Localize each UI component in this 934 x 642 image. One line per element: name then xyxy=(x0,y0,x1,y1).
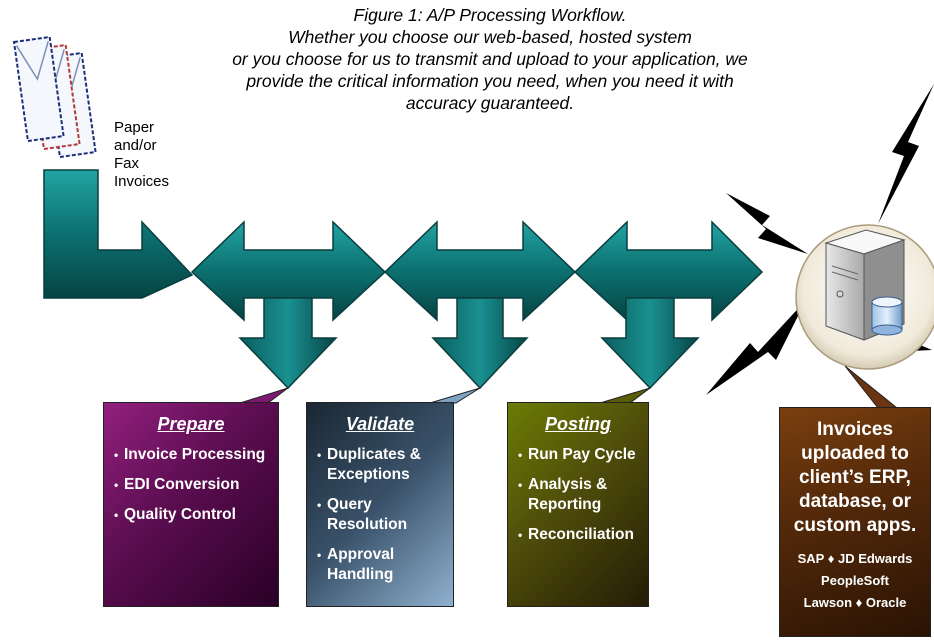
erp-system-line: SAP ♦ JD Edwards xyxy=(797,551,913,566)
caption-line: provide the critical information you nee… xyxy=(246,71,734,91)
flow-arrow-start xyxy=(43,169,194,299)
erp-line: client’s ERP, xyxy=(799,467,911,488)
label-line: Paper xyxy=(114,119,155,136)
down-arrow-prepare xyxy=(238,297,338,390)
stage-item: Duplicates & Exceptions xyxy=(317,445,449,485)
erp-description: Invoices uploaded to client’s ERP, datab… xyxy=(780,418,930,538)
down-arrow-validate xyxy=(431,297,529,390)
stage-item: Run Pay Cycle xyxy=(518,445,644,465)
stage-title: Validate xyxy=(345,414,415,434)
stage-item: Analysis & Reporting xyxy=(518,475,644,515)
stage-item: EDI Conversion xyxy=(114,475,274,495)
erp-line: custom apps. xyxy=(793,515,917,536)
erp-systems: SAP ♦ JD Edwards PeopleSoft Lawson ♦ Ora… xyxy=(780,548,930,614)
caption-line: Whether you choose our web-based, hosted… xyxy=(288,27,692,47)
server-icon xyxy=(795,224,934,370)
down-arrow-posting xyxy=(600,297,700,390)
stage-item: Invoice Processing xyxy=(114,445,274,465)
erp-line: database, or xyxy=(799,491,911,512)
stage-item: Query Resolution xyxy=(317,495,449,535)
callout-pointer-validate xyxy=(429,387,481,404)
erp-upload-box: Invoices uploaded to client’s ERP, datab… xyxy=(779,407,931,637)
erp-system-line: PeopleSoft xyxy=(821,573,889,588)
label-line: and/or xyxy=(114,137,157,154)
stage-box-validate: Validate Duplicates & Exceptions Query R… xyxy=(306,402,454,607)
paper-invoices-label: Paper and/or Fax Invoices xyxy=(114,119,169,191)
label-line: Fax xyxy=(114,155,140,172)
stage-box-prepare: Prepare Invoice Processing EDI Conversio… xyxy=(103,402,279,607)
caption-line: Figure 1: A/P Processing Workflow. xyxy=(353,5,627,25)
stage-item: Quality Control xyxy=(114,505,274,525)
erp-line: uploaded to xyxy=(801,443,909,464)
stage-items: Invoice Processing EDI Conversion Qualit… xyxy=(104,445,278,525)
caption-line: or you choose for us to transmit and upl… xyxy=(232,49,748,69)
stage-items: Run Pay Cycle Analysis & Reporting Recon… xyxy=(508,445,648,545)
callout-pointer-posting xyxy=(599,387,651,404)
stage-box-posting: Posting Run Pay Cycle Analysis & Reporti… xyxy=(507,402,649,607)
envelope-icon xyxy=(12,35,97,159)
erp-line: Invoices xyxy=(816,419,894,440)
database-icon xyxy=(871,296,903,336)
stage-title: Posting xyxy=(545,414,611,434)
stage-item: Approval Handling xyxy=(317,545,449,585)
stage-item: Reconciliation xyxy=(518,525,644,545)
label-line: Invoices xyxy=(114,173,170,190)
stage-title: Prepare xyxy=(157,414,225,434)
stage-items: Duplicates & Exceptions Query Resolution… xyxy=(307,445,453,585)
callout-pointer-prepare xyxy=(239,387,289,404)
caption-line: accuracy guaranteed. xyxy=(405,93,575,113)
figure-caption: Figure 1: A/P Processing Workflow. Wheth… xyxy=(150,4,830,114)
erp-system-line: Lawson ♦ Oracle xyxy=(803,595,907,610)
